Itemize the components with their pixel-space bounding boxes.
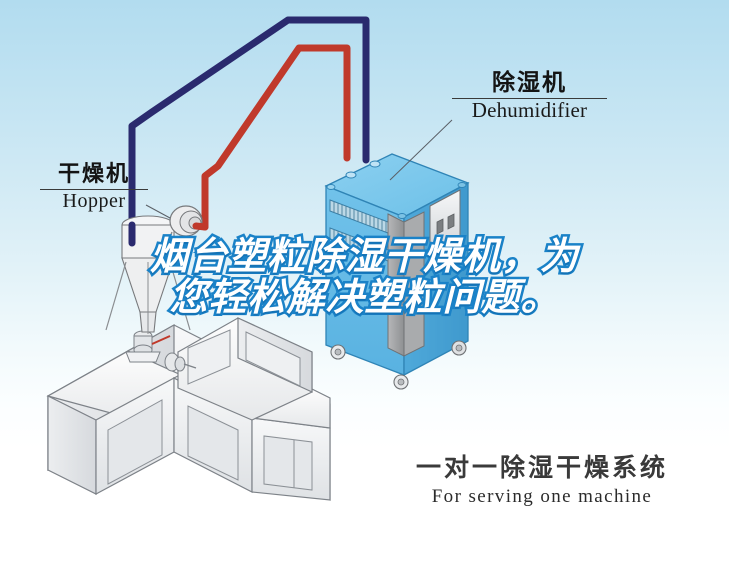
pipe-return-air [201,44,351,231]
callout-hopper-en: Hopper [62,190,126,212]
system-caption: 一对一除湿干燥系统 For serving one machine [382,453,702,508]
leader-line-dehumidifier [389,119,453,181]
system-caption-en: For serving one machine [431,486,653,508]
callout-dehumidifier-cn: 除湿机 [492,70,567,96]
injection-molding-machine [46,317,331,501]
casters [330,340,467,390]
callout-dehumidifier: 除湿机 Dehumidifier [452,72,607,121]
coupling-unit [164,352,197,372]
callout-hopper-cn: 干燥机 [57,162,130,187]
system-caption-cn: 一对一除湿干燥系统 [415,453,668,482]
callout-dehumidifier-rule [452,98,607,99]
leader-line-hopper [145,204,171,219]
control-panel [429,189,461,255]
dehumidifier-cabinet [324,153,470,390]
callout-dehumidifier-en: Dehumidifier [471,98,588,122]
drying-hopper [105,215,191,334]
pipe-dry-air-supply [128,16,370,247]
blower-unit [165,205,209,249]
callout-hopper-rule [40,189,148,190]
vent-louvers [329,199,389,262]
callout-hopper: 干燥机 Hopper [40,164,148,211]
